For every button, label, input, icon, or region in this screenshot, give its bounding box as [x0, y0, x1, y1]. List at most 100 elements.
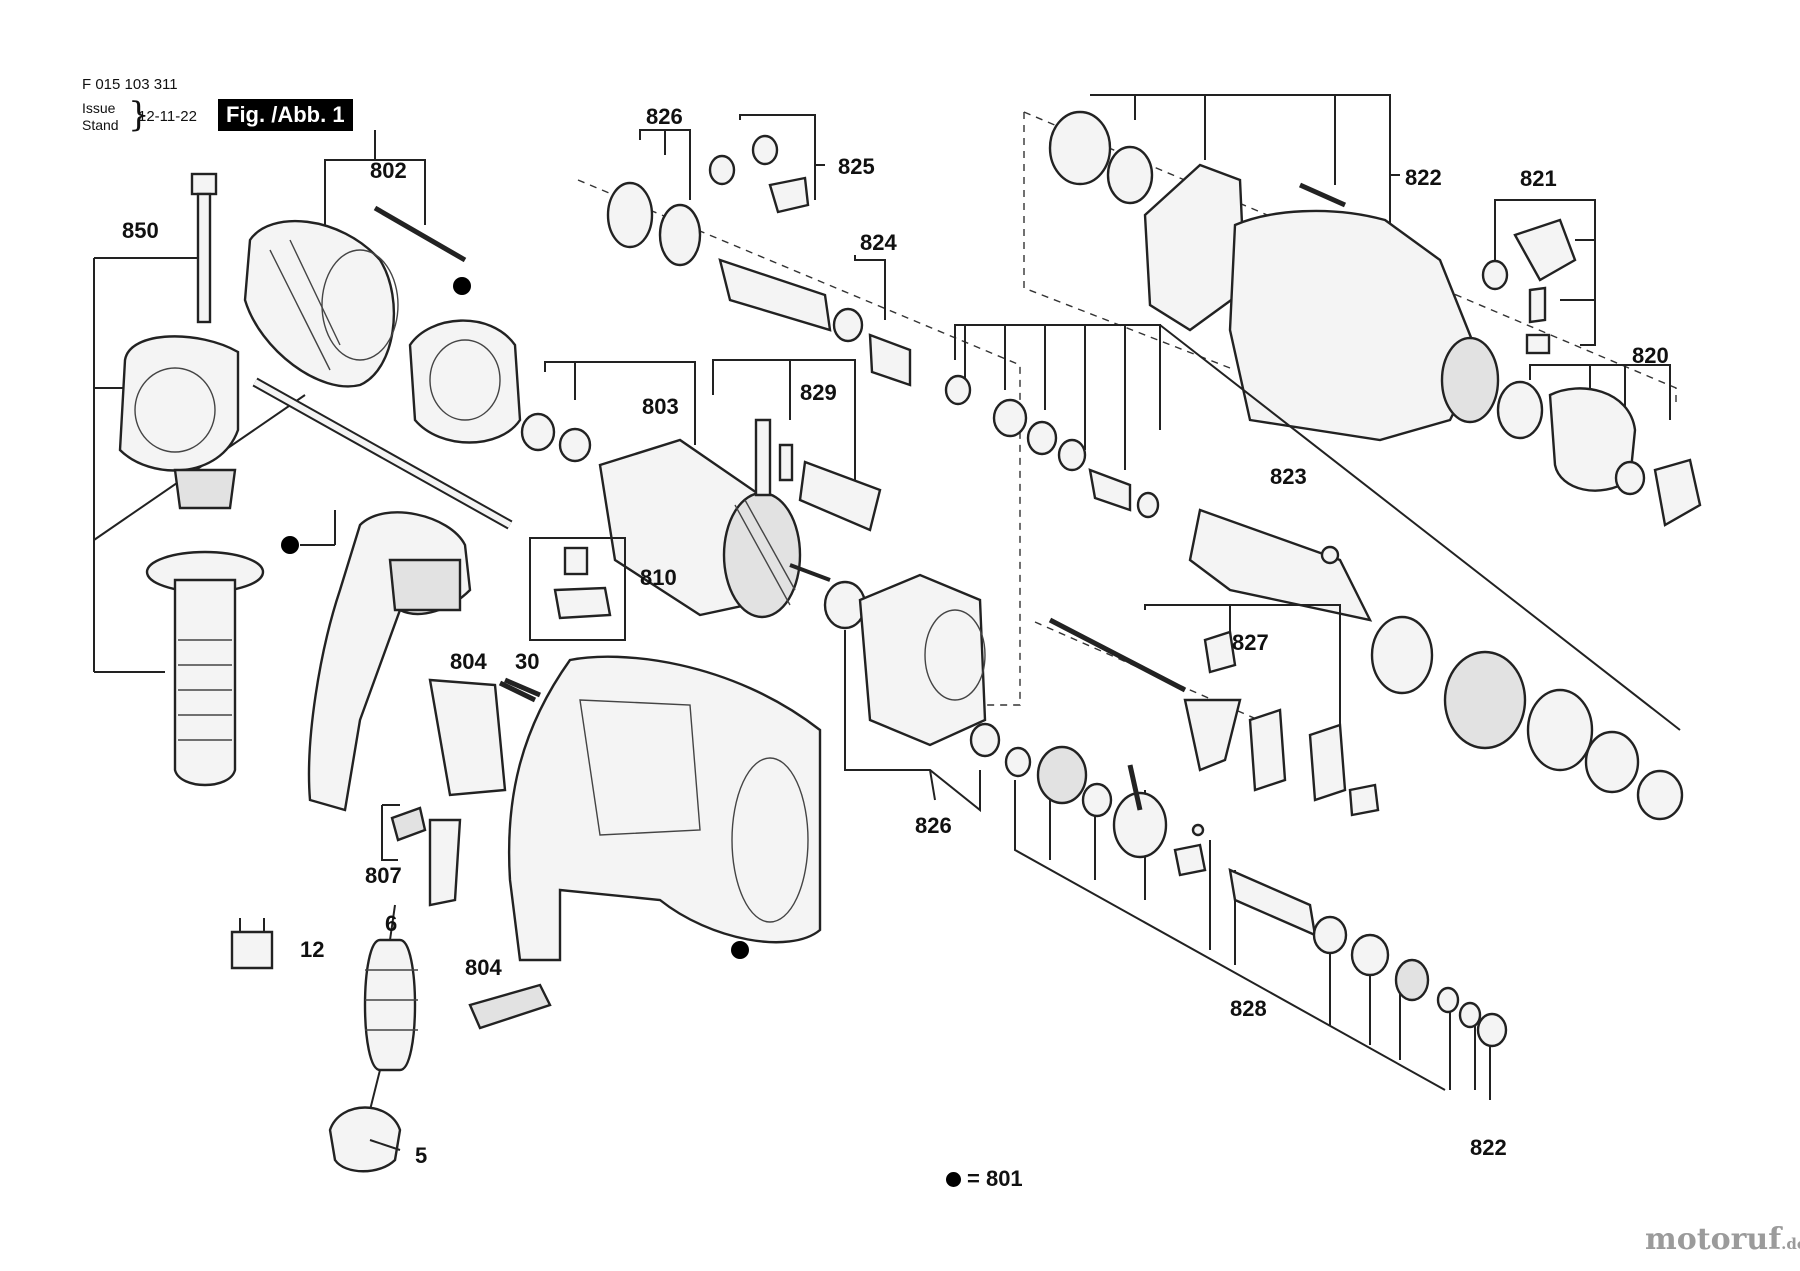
brush-spring-plate	[798, 460, 882, 532]
washer-828d	[1458, 1001, 1482, 1029]
motor-housing	[507, 655, 822, 962]
spindle-gear	[1443, 650, 1527, 750]
intermediate-flange	[858, 573, 987, 747]
clamp-bracket	[118, 335, 240, 472]
bearing-822	[1048, 110, 1112, 186]
callout-820: 820	[1632, 343, 1669, 368]
cord-guard	[363, 938, 417, 1072]
on-off-switch	[428, 678, 507, 797]
callout-827: 827	[1232, 630, 1269, 655]
washer-828b	[1081, 782, 1113, 818]
armature-group	[520, 361, 831, 619]
figure-title: Fig. /Abb. 1	[218, 99, 353, 131]
brace-glyph: }	[128, 95, 150, 135]
spring-821	[1528, 286, 1547, 324]
housing-nose	[1440, 336, 1500, 424]
sealing-ring-826	[606, 181, 654, 249]
gear-train-group	[1004, 745, 1508, 1100]
stator	[243, 220, 396, 388]
watermark-name: motoruf	[1645, 1222, 1782, 1257]
wobble-bearing	[1112, 791, 1168, 859]
o-ring-821	[1481, 259, 1509, 291]
clamp-foot	[173, 468, 237, 510]
bearing-826b	[969, 722, 1001, 758]
callout-30: 30	[515, 649, 539, 674]
callout-824: 824	[860, 230, 897, 255]
spring-827b	[1348, 783, 1380, 817]
issue-label: Issue	[82, 100, 116, 116]
bearing-823	[992, 398, 1028, 438]
suppression-capacitor	[230, 930, 274, 970]
callout-829: 829	[800, 380, 837, 405]
callout-804-plate: 804	[465, 955, 502, 980]
tool-holder-sleeve	[1548, 387, 1637, 492]
document-number: F 015 103 311	[82, 76, 178, 93]
locking-knob	[1513, 218, 1577, 282]
pinion-828	[1394, 958, 1430, 1002]
callout-821: 821	[1520, 166, 1557, 191]
shaft-828	[1173, 843, 1207, 877]
watermark: motoruf.de	[1645, 1222, 1800, 1257]
pin-828	[1191, 823, 1205, 837]
washer-823a	[1026, 420, 1058, 456]
callout-6: 6	[385, 911, 397, 936]
ring-823d	[1636, 769, 1684, 821]
callout-12: 12	[300, 937, 324, 962]
bolt-shank	[196, 192, 212, 324]
piston-823	[1088, 468, 1132, 512]
seal-824	[832, 307, 864, 343]
motor-housing-group	[230, 510, 822, 1173]
switch-lever	[1183, 698, 1242, 772]
chuck-group	[1481, 199, 1702, 527]
callout-850: 850	[122, 218, 159, 243]
callout-826-bottom: 826	[915, 813, 952, 838]
bearing-828	[1312, 915, 1348, 955]
lock-block	[1525, 333, 1551, 355]
ring-823c	[1584, 730, 1640, 794]
spring-820	[1496, 380, 1544, 440]
washer-825	[708, 154, 736, 186]
callout-810: 810	[640, 565, 677, 590]
handle-grip-pad	[388, 558, 462, 612]
gear-housing-group	[606, 129, 1001, 813]
watermark-domain: .de	[1781, 1235, 1800, 1253]
hammer-housing-group	[1048, 94, 1500, 442]
brush-plate-1	[754, 418, 772, 497]
ball-823	[1320, 545, 1340, 565]
washer-828	[1004, 746, 1032, 778]
bearing-small-1	[520, 412, 556, 452]
callout-807: 807	[365, 863, 402, 888]
handle-grip	[173, 578, 237, 787]
callout-823: 823	[1270, 464, 1307, 489]
bearing-828b	[1350, 933, 1390, 977]
issue-stand-block: Issue Stand	[82, 100, 119, 134]
dashed-boundary-gearbox	[577, 179, 1021, 706]
spindle-group	[944, 324, 1684, 821]
hammer-housing	[1228, 209, 1482, 442]
bearing-826	[823, 580, 867, 630]
brush-group	[529, 359, 882, 641]
air-guide-ring	[408, 319, 522, 444]
callout-5: 5	[415, 1143, 427, 1168]
legend-bullet-icon	[946, 1172, 961, 1187]
cord-clip	[390, 806, 427, 842]
o-ring-826	[658, 203, 702, 267]
brush-holder-frame	[529, 537, 626, 641]
retaining-ring-820	[1614, 460, 1646, 496]
dust-cap	[1653, 458, 1702, 527]
callout-826-top: 826	[646, 104, 683, 129]
bullet-801	[281, 536, 299, 554]
lever-plate-b	[1308, 723, 1347, 802]
switch-lever-group	[1048, 604, 1380, 817]
striker-bolt	[768, 176, 810, 214]
spindle-sleeve	[1526, 688, 1594, 772]
clutch-ring	[1370, 615, 1434, 695]
nameplate	[468, 983, 552, 1030]
bolt-head	[190, 172, 218, 196]
washer-825b	[751, 134, 779, 166]
bullet-801	[453, 277, 471, 295]
callout-803: 803	[642, 394, 679, 419]
washer-823b	[1057, 438, 1087, 472]
